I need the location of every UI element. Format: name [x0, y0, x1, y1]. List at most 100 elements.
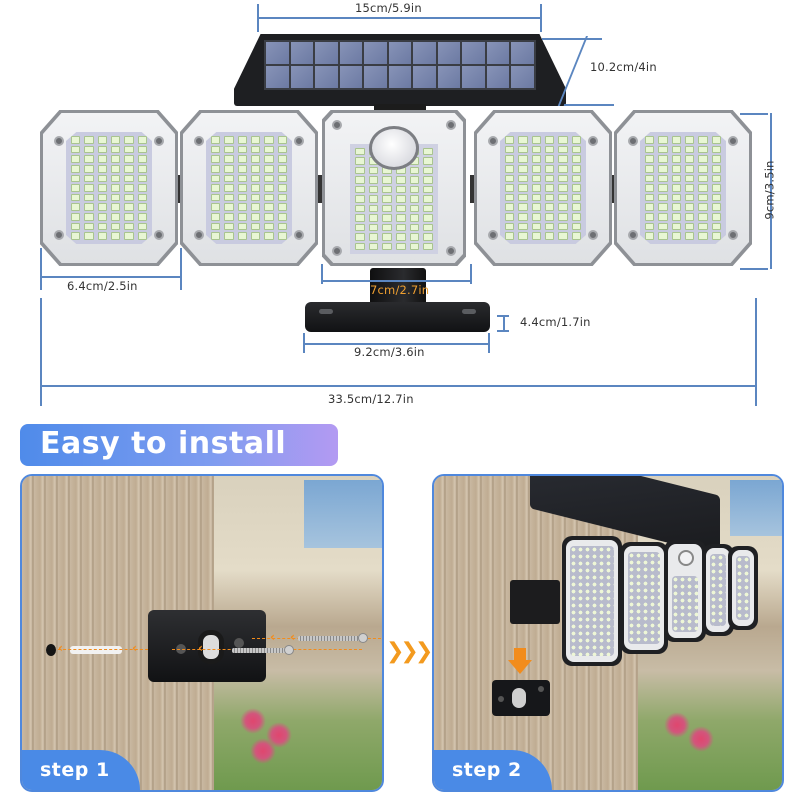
- solar-mount: [374, 104, 426, 114]
- led: [71, 203, 81, 212]
- led: [355, 233, 365, 241]
- led: [110, 155, 121, 163]
- lamp-head: [562, 536, 622, 666]
- step-1-badge: step 1: [22, 750, 140, 790]
- dim-tick: [755, 298, 757, 406]
- led: [571, 232, 581, 240]
- led: [423, 185, 433, 194]
- led: [211, 222, 221, 231]
- led: [224, 184, 234, 192]
- led: [237, 222, 247, 231]
- led: [671, 136, 681, 144]
- led: [518, 136, 528, 144]
- led: [698, 193, 708, 202]
- led: [558, 203, 568, 212]
- led: [396, 195, 406, 203]
- led: [658, 232, 668, 240]
- led: [237, 164, 247, 173]
- lamp-head-far-right: [614, 110, 752, 266]
- led: [409, 176, 420, 184]
- led: [277, 193, 287, 202]
- solar-cell: [364, 66, 387, 88]
- solar-cell-grid: [264, 40, 536, 90]
- hinge: [610, 175, 616, 203]
- led: [645, 136, 655, 144]
- dim-label-head-width: 6.4cm/2.5in: [67, 279, 138, 293]
- led: [368, 204, 379, 213]
- led: [137, 184, 147, 192]
- led: [423, 242, 433, 250]
- led: [531, 203, 541, 212]
- led: [137, 174, 147, 183]
- solar-cell: [339, 42, 363, 64]
- led: [396, 233, 406, 241]
- led: [684, 193, 695, 202]
- led: [558, 136, 568, 144]
- led: [658, 193, 668, 202]
- install-banner: Easy to install: [20, 424, 338, 466]
- led: [71, 222, 81, 231]
- led: [382, 242, 392, 250]
- dim-tick: [180, 248, 182, 290]
- led: [531, 222, 541, 231]
- led: [211, 184, 221, 192]
- stand-post: [370, 268, 426, 308]
- led: [518, 203, 528, 212]
- led: [671, 232, 681, 240]
- dim-tick: [488, 333, 490, 353]
- led: [382, 214, 392, 222]
- led: [250, 145, 261, 154]
- led: [409, 195, 420, 203]
- led: [544, 155, 555, 163]
- led: [698, 155, 708, 163]
- led: [409, 214, 420, 222]
- led: [355, 157, 365, 165]
- led: [84, 184, 94, 192]
- solar-cell: [413, 66, 436, 88]
- led: [423, 233, 433, 241]
- led: [658, 213, 668, 221]
- led: [277, 184, 287, 192]
- wall-hole: [46, 644, 56, 656]
- led: [355, 166, 365, 175]
- led: [110, 145, 121, 154]
- led: [250, 136, 261, 144]
- dim-tick: [321, 264, 323, 284]
- led: [409, 242, 420, 250]
- led: [711, 164, 721, 173]
- led: [409, 233, 420, 241]
- led: [124, 184, 134, 192]
- led: [396, 176, 406, 184]
- led: [698, 136, 708, 144]
- led: [558, 184, 568, 192]
- screw: [298, 636, 360, 641]
- solar-cell: [413, 42, 436, 64]
- led: [558, 193, 568, 202]
- led: [505, 213, 515, 221]
- led: [671, 174, 681, 183]
- led: [698, 203, 708, 212]
- solar-cell: [315, 66, 338, 88]
- led: [355, 223, 365, 232]
- led: [505, 184, 515, 192]
- dim-tick: [542, 38, 602, 40]
- led: [110, 203, 121, 212]
- led: [110, 213, 121, 221]
- led: [97, 155, 107, 163]
- led: [237, 184, 247, 192]
- led: [211, 164, 221, 173]
- led: [264, 193, 274, 202]
- led: [224, 203, 234, 212]
- led: [264, 203, 274, 212]
- led: [264, 213, 274, 221]
- lamp-head-far-left: [40, 110, 178, 266]
- dim-label-center-width: 7cm/2.7in: [370, 283, 430, 297]
- led: [544, 232, 555, 240]
- led: [505, 232, 515, 240]
- led: [558, 145, 568, 154]
- down-arrow-head: [508, 660, 532, 674]
- led: [110, 136, 121, 144]
- led: [658, 136, 668, 144]
- led: [97, 222, 107, 231]
- led: [711, 174, 721, 183]
